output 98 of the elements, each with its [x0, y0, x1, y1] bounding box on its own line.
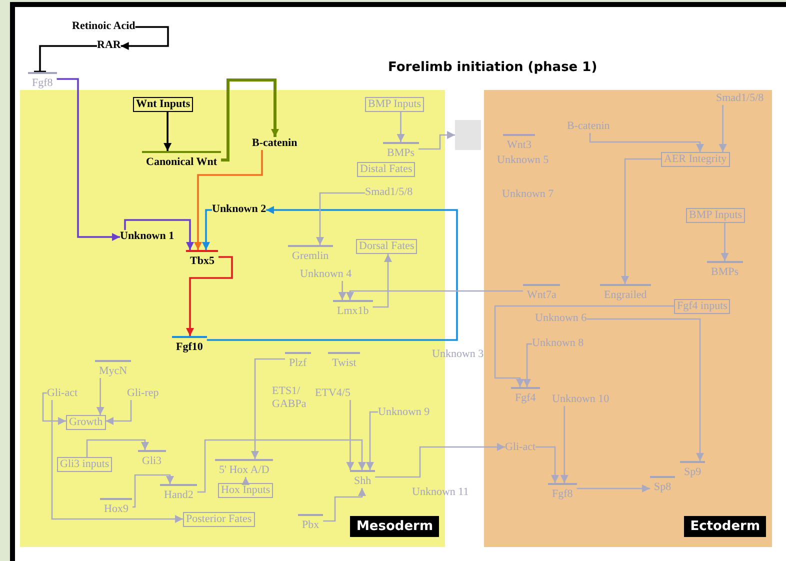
outlined-label: BMP Inputs: [365, 97, 424, 112]
gene-label: Fgf10: [172, 336, 207, 354]
gene-label: Fgf8: [28, 72, 57, 90]
node-label: Unknown 4: [300, 268, 352, 281]
arrow: [346, 290, 523, 300]
node-label: ETS1/ GABPa: [272, 385, 312, 411]
arrow: [221, 78, 279, 162]
gene-label: BMPs: [707, 261, 743, 279]
node-label: ETV4/5: [315, 387, 350, 400]
arrow: [523, 343, 532, 387]
outlined-label: Wnt Inputs: [133, 97, 194, 112]
node-label: Unknown 2: [212, 203, 266, 216]
arrow: [418, 131, 455, 150]
arrow: [86, 439, 149, 457]
arrow: [124, 219, 194, 250]
gene-label: Lmx1b: [333, 300, 373, 318]
outlined-label: Fgf4 inputs: [674, 299, 730, 314]
region-band: [484, 90, 772, 547]
region-label: Mesoderm: [350, 516, 439, 537]
node-label: B-catenin: [567, 120, 610, 133]
node-label: Gli-act: [505, 441, 536, 454]
gene-label: Hand2: [160, 484, 198, 502]
outlined-label: Hox Inputs: [218, 483, 274, 498]
arrow: [375, 443, 505, 478]
arrow: [242, 477, 250, 485]
gene-label: Sp9: [680, 461, 706, 479]
gene-label: Wnt3: [503, 134, 536, 152]
arrow: [586, 318, 704, 461]
arrow: [338, 281, 346, 300]
arrow: [372, 254, 392, 308]
gene-label: Twist: [328, 352, 360, 370]
arrow: [42, 392, 66, 425]
node-label: Unknown 10: [552, 393, 610, 406]
gene-label: 5' Hox A/D: [215, 459, 274, 477]
node-label: Smad1/5/8: [716, 92, 764, 105]
arrow: [346, 400, 354, 470]
arrow: [194, 150, 263, 250]
gene-label: Shh: [350, 470, 376, 488]
outlined-label: Posterior Fates: [183, 512, 255, 527]
arrow: [323, 488, 366, 522]
gene-label: Plzf: [285, 352, 311, 370]
node-label: Smad1/5/8: [365, 186, 413, 199]
gene-label: Engrailed: [600, 284, 651, 302]
arrow: [206, 206, 458, 341]
node-label: Gli-act: [47, 387, 78, 400]
arrow: [120, 26, 169, 50]
gene-label: Fgf8: [548, 483, 577, 501]
arrow: [106, 400, 132, 425]
arrow: [366, 411, 378, 470]
region-label: Ectoderm: [684, 516, 766, 537]
gene-label: Sp8: [650, 476, 676, 494]
gene-label: MycN: [95, 360, 132, 378]
arrow: [202, 209, 212, 250]
node-label: Gli-rep: [127, 387, 159, 400]
gene-label: Hox9: [100, 498, 132, 516]
arrow: [197, 439, 366, 493]
arrow: [186, 256, 233, 336]
arrow: [132, 474, 174, 508]
arrow: [164, 112, 172, 151]
node-label: Unknown 7: [502, 188, 554, 201]
gene-label: Fgf4: [511, 387, 540, 405]
diagram-title: Forelimb initiation (phase 1): [388, 60, 598, 75]
node-label: Unknown 1: [120, 230, 174, 243]
node-label: RAR: [97, 39, 121, 52]
arrow: [536, 446, 559, 483]
arrow: [56, 78, 120, 241]
node-label: Retinoic Acid: [72, 20, 136, 33]
arrow: [251, 358, 285, 459]
arrow: [396, 112, 405, 142]
outlined-label: BMP Inputs: [686, 208, 746, 223]
outlined-label: Distal Fates: [357, 162, 416, 177]
arrow: [621, 158, 661, 284]
arrow: [576, 484, 650, 492]
node-label: Unknown 8: [532, 337, 584, 350]
outlined-label: Dorsal Fates: [356, 239, 418, 254]
outlined-label: Growth: [66, 415, 106, 430]
node-label: Unknown 6: [535, 312, 587, 325]
gene-label: BMPs: [383, 142, 419, 160]
node-label: Unknown 9: [378, 406, 430, 419]
gene-label: Gremlin: [288, 245, 333, 263]
arrow: [718, 105, 727, 152]
gene-label: Pbx: [298, 514, 324, 532]
arrow: [51, 400, 183, 523]
outlined-label: Gli3 inputs: [57, 457, 112, 472]
node-label: B-catenin: [252, 137, 298, 150]
arrow: [96, 378, 104, 415]
empty-box: [455, 120, 481, 150]
outlined-label: AER Integrity: [661, 152, 730, 167]
arrow: [720, 223, 729, 261]
gene-label: Tbx5: [186, 250, 218, 268]
arrow: [560, 406, 568, 483]
gene-label: Wnt7a: [523, 284, 560, 302]
arrow: [494, 305, 674, 387]
gene-label: Gli3: [138, 450, 166, 468]
arrow: [316, 192, 365, 245]
arrow: [589, 133, 704, 152]
gene-label: Canonical Wnt: [142, 151, 222, 169]
node-label: Unknown 5: [497, 154, 549, 167]
